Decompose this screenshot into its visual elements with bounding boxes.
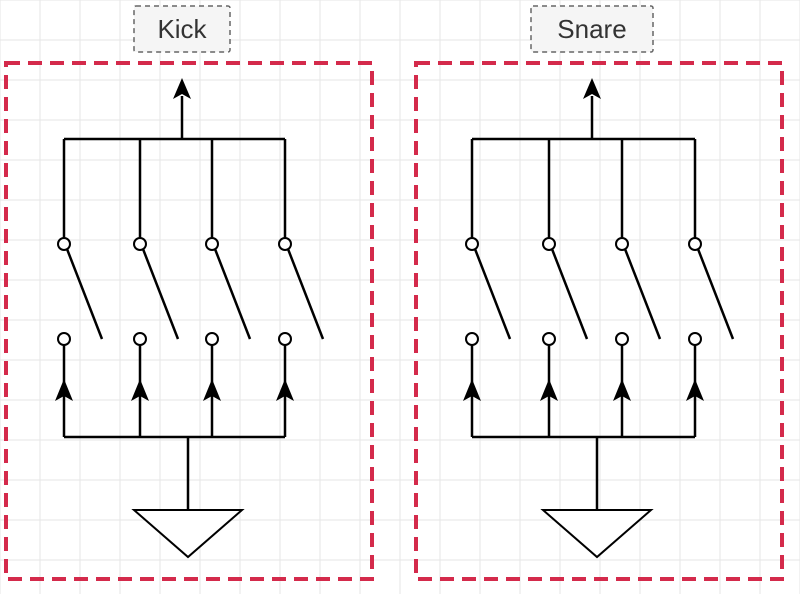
switch-contact-lower <box>688 332 702 346</box>
input-arrow-icon <box>540 379 558 401</box>
module-label-box[interactable] <box>530 5 654 53</box>
input-arrow-icon <box>463 379 481 401</box>
module-label-box[interactable] <box>133 5 231 53</box>
input-arrow-icon <box>686 379 704 401</box>
output-arrow-icon <box>583 78 601 99</box>
ground-triangle-icon <box>131 509 245 559</box>
switch-contact-upper <box>57 237 71 251</box>
switch-contact-upper <box>688 237 702 251</box>
switch-contact-upper <box>205 237 219 251</box>
ground-triangle-icon <box>540 509 654 559</box>
switch-contact-upper <box>465 237 479 251</box>
module-frame[interactable] <box>414 61 784 581</box>
module-label: Kick <box>157 14 207 44</box>
switch-lever <box>550 248 589 340</box>
switch-contact-upper <box>278 237 292 251</box>
input-arrow-icon <box>203 379 221 401</box>
output-arrow-icon <box>173 78 191 99</box>
switch-bank <box>463 78 735 559</box>
module-snare: Snare <box>414 5 784 581</box>
input-arrow-icon <box>55 379 73 401</box>
switch-contact-upper <box>615 237 629 251</box>
switch-contact-lower <box>542 332 556 346</box>
switch-contact-upper <box>133 237 147 251</box>
switch-contact-lower <box>133 332 147 346</box>
switch-contact-lower <box>465 332 479 346</box>
module-label: Snare <box>557 14 626 44</box>
switch-contact-upper <box>542 237 556 251</box>
switch-contact-lower <box>278 332 292 346</box>
switch-contact-lower <box>615 332 629 346</box>
switch-bank <box>55 78 325 559</box>
switch-lever <box>473 248 512 340</box>
input-arrow-icon <box>613 379 631 401</box>
input-arrow-icon <box>276 379 294 401</box>
switch-contact-lower <box>205 332 219 346</box>
module-frame[interactable] <box>4 61 374 581</box>
switch-lever <box>213 248 252 340</box>
switch-lever <box>65 248 104 340</box>
module-kick: Kick <box>4 5 374 581</box>
input-arrow-icon <box>131 379 149 401</box>
switch-lever <box>696 248 735 340</box>
switch-contact-lower <box>57 332 71 346</box>
switch-lever <box>141 248 180 340</box>
switch-lever <box>623 248 662 340</box>
switch-lever <box>286 248 325 340</box>
